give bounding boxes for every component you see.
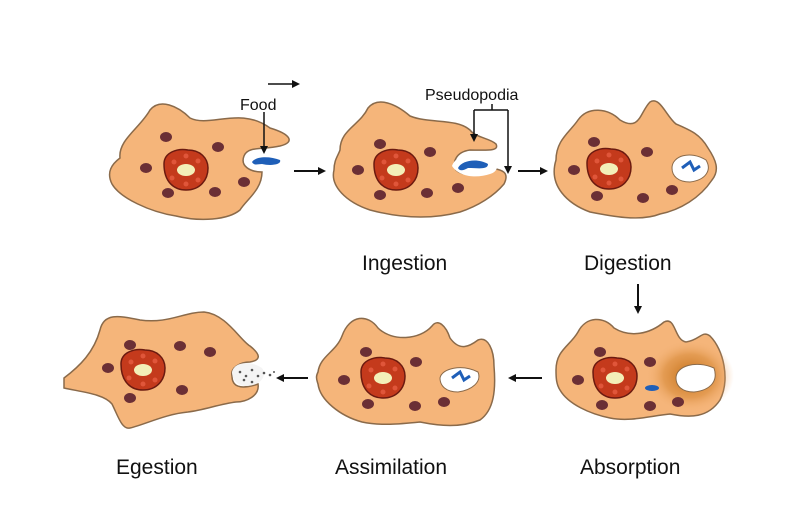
stage-label-assimilation: Assimilation: [335, 456, 447, 479]
amoeba-stage-digestion: [553, 100, 718, 219]
amoeba-stage-egestion: [63, 311, 275, 429]
stage-label-ingestion: Ingestion: [362, 252, 447, 275]
stage-label-absorption: Absorption: [580, 456, 680, 479]
amoeba-stage-capture: [108, 103, 290, 221]
pseudopodia-bracket: [470, 104, 512, 174]
food-label: Food: [240, 97, 276, 114]
flow-arrows: [268, 80, 642, 382]
stage-label-egestion: Egestion: [116, 456, 198, 479]
amoeba-stage-assimilation: [315, 317, 496, 427]
pseudopodia-label: Pseudopodia: [425, 87, 519, 104]
food-particle: [252, 157, 281, 165]
amoeba-stage-ingestion: [332, 101, 507, 218]
stage-label-digestion: Digestion: [584, 252, 672, 275]
amoeba-stage-absorption: [555, 318, 734, 421]
